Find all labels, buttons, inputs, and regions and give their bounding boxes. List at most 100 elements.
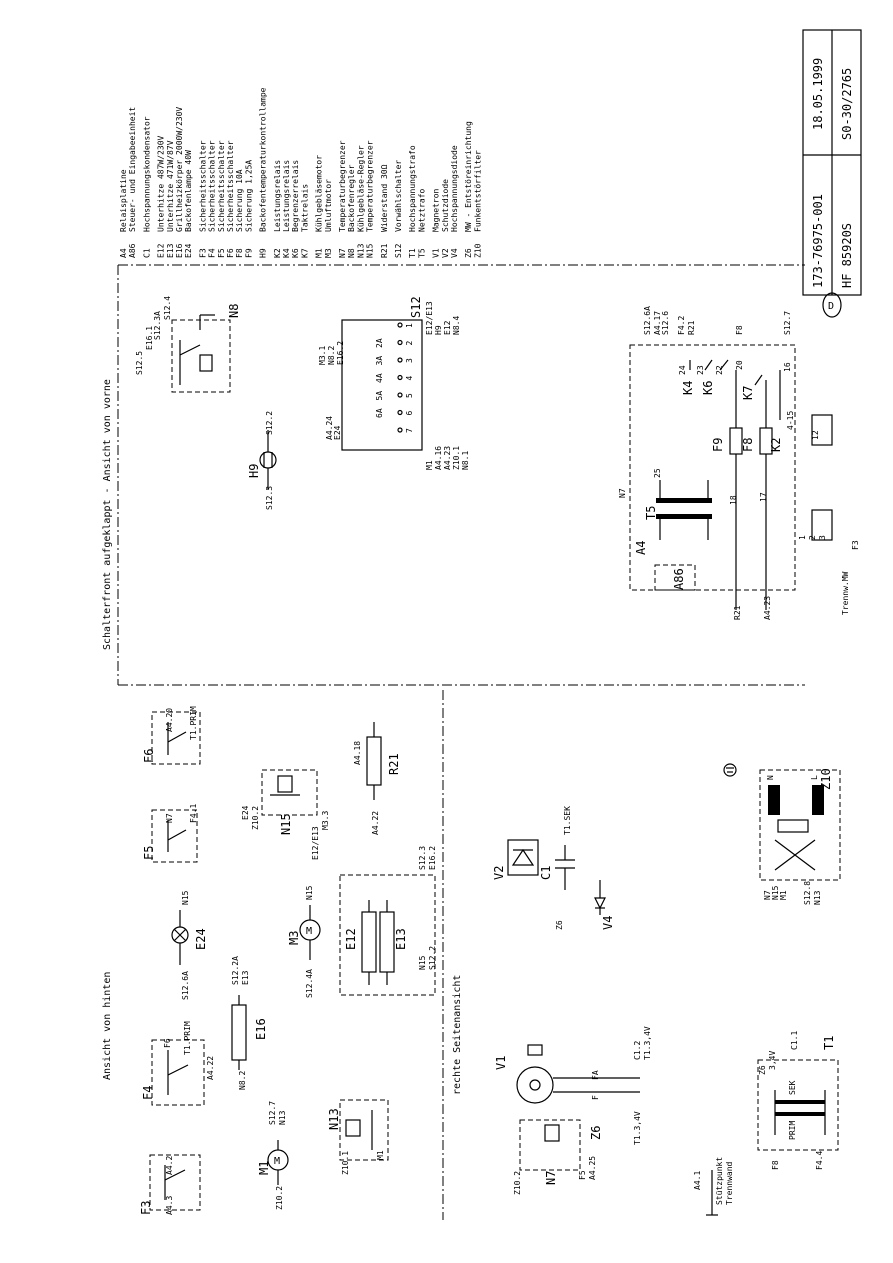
- svg-text:T1.3,4V: T1.3,4V: [633, 1111, 642, 1145]
- n7-z6-group: N7 Z10.2 F5 A4.25 Z6 T1.3,4V: [513, 1111, 642, 1195]
- svg-text:N13: N13: [278, 1110, 287, 1125]
- svg-text:N: N: [766, 775, 775, 780]
- legend-text: Steuer- und Eingabeeinheit: [128, 107, 137, 232]
- svg-text:E12/E13: E12/E13: [311, 826, 320, 860]
- a4-pin-label: 12: [811, 430, 820, 440]
- legend-code: M1: [315, 248, 324, 258]
- legend-code: V2: [441, 248, 450, 258]
- s12-bottom-terminal: M1: [425, 460, 434, 470]
- legend-text: Sicherheitsschalter: [198, 140, 207, 232]
- svg-text:A4.25: A4.25: [588, 1156, 597, 1180]
- legend-text: Funkentstörfilter: [473, 150, 482, 232]
- svg-text:F: F: [591, 1095, 600, 1100]
- svg-text:V1: V1: [494, 1056, 508, 1070]
- svg-text:S12.3: S12.3: [265, 486, 274, 510]
- legend-text: Sicherheitsschalter: [226, 140, 235, 232]
- legend-text: Sicherheitsschalter: [208, 140, 217, 232]
- svg-text:T5: T5: [644, 506, 658, 520]
- svg-text:S12.2: S12.2: [428, 946, 437, 970]
- legend-text: Vorwählschalter: [394, 160, 403, 232]
- svg-text:E16.1: E16.1: [145, 326, 154, 350]
- legend-code: K7: [300, 248, 309, 258]
- svg-text:T1.PRIM: T1.PRIM: [189, 706, 198, 740]
- t1-transformer: T1 PRIM SEK 3,4V Z6 C1.1 F8 F4.4: [757, 1031, 839, 1170]
- m1-motor: M M1 Z10.2 S12.7 N13: [257, 1101, 289, 1210]
- svg-text:L: L: [810, 775, 819, 780]
- rear-view-label: Ansicht von hinten: [102, 972, 113, 1080]
- legend-text: Begrenzerrelais: [291, 160, 300, 232]
- s12-pin-label: 1: [405, 323, 414, 328]
- front-view-label: Schalterfront aufgeklappt - Ansicht von …: [102, 379, 113, 650]
- svg-text:S12.2A: S12.2A: [231, 956, 240, 985]
- legend-code: A4: [119, 248, 128, 258]
- s12-contact: [397, 374, 403, 381]
- svg-text:N8.2: N8.2: [238, 1071, 247, 1090]
- ground-symbol: [723, 763, 737, 777]
- legend-code: K4: [282, 248, 291, 258]
- f4-switch: F4 F6 T1.PRIM A4.22: [141, 1021, 215, 1106]
- a4-pin-label: 17: [759, 492, 768, 502]
- svg-text:N15: N15: [181, 890, 190, 905]
- legend-code: F4: [208, 248, 217, 258]
- svg-text:M3: M3: [287, 931, 301, 945]
- svg-text:A4: A4: [634, 541, 648, 555]
- svg-text:F8: F8: [771, 1160, 780, 1170]
- s12-pin-label: 2A: [375, 338, 384, 348]
- m3-motor: M M3 S12.4A N15: [287, 885, 321, 998]
- svg-text:A4.23: A4.23: [763, 596, 772, 620]
- legend-text: Unterhitze 487W/230V: [157, 135, 166, 232]
- s12-pin-label: 3A: [375, 356, 384, 366]
- svg-text:E24: E24: [194, 928, 208, 950]
- s12-pin-label: 5A: [375, 391, 384, 401]
- a4-pin-label: 23: [696, 365, 705, 375]
- s12-top-terminal: N8.2: [327, 346, 336, 365]
- svg-text:S12.4: S12.4: [163, 296, 172, 320]
- legend-code: F3: [198, 248, 207, 258]
- a4-top-terminal: S12.7: [783, 311, 792, 335]
- svg-text:Stützpunkt: Stützpunkt: [715, 1157, 724, 1205]
- svg-text:F6: F6: [163, 1038, 172, 1048]
- svg-text:C1: C1: [539, 866, 553, 880]
- legend-text: Backofentemperaturkontrollampe: [259, 87, 268, 232]
- svg-text:S12.5: S12.5: [135, 351, 144, 375]
- title-block: 173-76975-001 18.05.1999 HF 85920S S0-30…: [802, 29, 862, 296]
- legend-text: Taktrelais: [300, 184, 309, 232]
- svg-text:D: D: [828, 301, 834, 312]
- svg-text:S12.2: S12.2: [265, 411, 274, 435]
- a4-top-terminal: F4.2: [677, 316, 686, 335]
- h9-lamp: H9 S12.3 S12.2: [247, 411, 277, 510]
- legend-code: E24: [184, 243, 193, 258]
- svg-text:Z10.2: Z10.2: [275, 1186, 284, 1210]
- legend-text: Temperaturbegrenzer: [366, 140, 375, 232]
- svg-text:N7: N7: [618, 488, 627, 498]
- legend-code: Z10: [473, 243, 482, 258]
- svg-text:F3: F3: [851, 540, 860, 550]
- legend-code: F9: [244, 248, 253, 258]
- legend-code: F5: [217, 248, 226, 258]
- a4-top-terminal: S12.6A: [643, 306, 652, 335]
- svg-text:A4.20: A4.20: [165, 708, 174, 732]
- a4-pin-label: 24: [678, 365, 687, 375]
- s12-left-terminal: A4.24: [325, 416, 334, 440]
- svg-text:N15: N15: [279, 813, 293, 835]
- legend-text: Kühlgebläse-Regler: [356, 145, 365, 232]
- legend-text: Relaisplatine: [119, 169, 128, 232]
- s12-right-terminal: N8.4: [452, 316, 461, 335]
- legend-code: N13: [356, 243, 365, 258]
- svg-text:K6: K6: [701, 381, 715, 395]
- svg-text:F4.1: F4.1: [189, 804, 198, 823]
- s12-pin-label: 3: [405, 358, 414, 363]
- svg-text:S12.3A: S12.3A: [153, 311, 162, 340]
- ground-point: A4.1 Stützpunkt Trennwand: [693, 1157, 734, 1216]
- legend-text: Leistungsrelais: [282, 160, 291, 232]
- svg-text:A4.2: A4.2: [165, 1156, 174, 1175]
- a4-top-terminal: F8: [735, 325, 744, 335]
- svg-text:T1.3,4V: T1.3,4V: [643, 1026, 652, 1060]
- a4-pin-label: 20: [735, 360, 744, 370]
- svg-text:Z6: Z6: [555, 920, 564, 930]
- svg-text:N8: N8: [227, 304, 241, 318]
- n15-limiter: N15 E24 Z10.2 E12/E13 M3.3: [241, 769, 330, 860]
- svg-text:Z10.2: Z10.2: [513, 1171, 522, 1195]
